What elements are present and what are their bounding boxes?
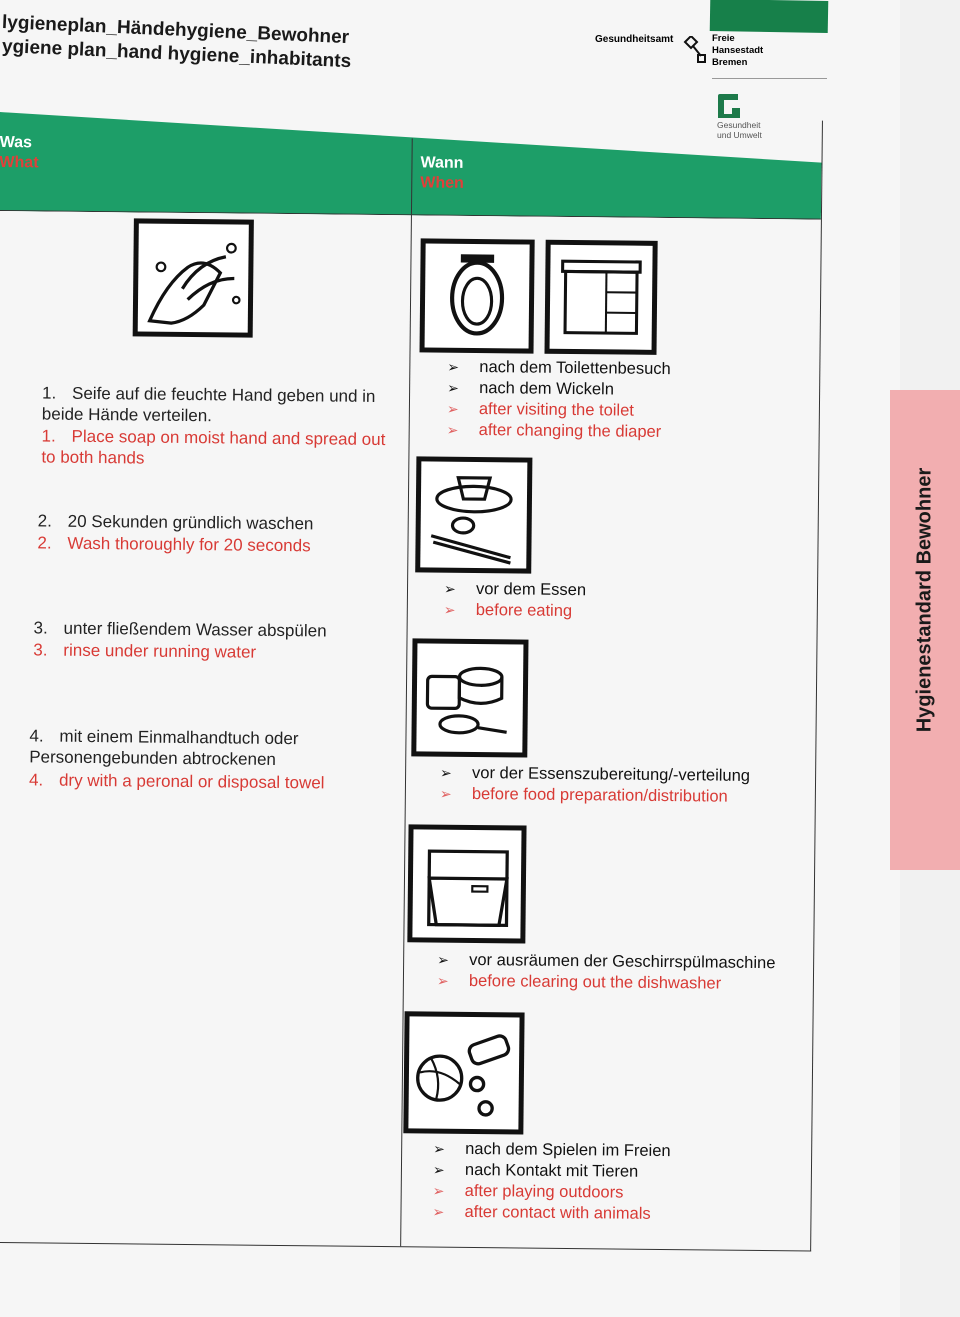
city-line: Bremen (712, 57, 748, 68)
when-item-en: before eating (444, 600, 586, 622)
step-1-en: 1.Place soap on moist hand and spread ou… (41, 425, 391, 471)
cooking-pots-icon (411, 638, 529, 758)
when-item-en: after playing outdoors (433, 1181, 671, 1204)
when-outdoors: nach dem Spielen im Freien nach Kontakt … (432, 1139, 670, 1225)
step-2-en: 2. Wash thoroughly for 20 seconds (37, 532, 387, 557)
step-1: 1.Seife auf die feuchte Hand geben und i… (42, 382, 392, 428)
when-item-en: before clearing out the dishwasher (437, 971, 776, 996)
when-food-prep: vor der Essenszubereitung/-verteilung be… (440, 763, 750, 808)
handwash-icon (132, 218, 254, 338)
step-number: 1. (41, 426, 56, 446)
city-name: Freie Hansestadt Bremen (712, 33, 763, 69)
dept-line: und Umwelt (717, 130, 762, 140)
step-number: 3. (33, 640, 48, 660)
col-what-en: What (0, 153, 39, 172)
header-green-bar (709, 0, 829, 34)
col-when-de: Wann (420, 154, 464, 172)
when-item-en: after contact with animals (432, 1202, 670, 1225)
step-text-en: dry with a peronal or disposal towel (58, 770, 325, 793)
document-page: lygieneplan_Händehygiene_Bewohner ygiene… (0, 0, 900, 1317)
when-item-de: nach dem Spielen im Freien (433, 1139, 671, 1162)
step-text-en: rinse under running water (63, 640, 257, 662)
step-3: 3. unter fließendem Wasser abspülen (33, 617, 383, 642)
step-text-de: 20 Sekunden gründlich waschen (67, 511, 314, 534)
dept-line: Gesundheit (717, 120, 761, 130)
step-text-de: mit einem Einmalhandtuch oder Personenge… (29, 726, 299, 769)
when-item-de: vor dem Essen (444, 579, 586, 601)
when-item-de: nach Kontakt mit Tieren (433, 1160, 671, 1183)
divider (712, 78, 827, 79)
eating-icon (415, 456, 533, 574)
step-3-en: 3. rinse under running water (33, 639, 383, 664)
when-eating: vor dem Essen before eating (444, 579, 586, 622)
bremen-key-icon (683, 36, 706, 63)
changing-table-icon (544, 239, 658, 355)
side-tab-label: Hygienestandard Bewohner (913, 467, 936, 733)
toilet-icon (419, 238, 535, 354)
step-4-en: 4. dry with a peronal or disposal towel (29, 769, 379, 794)
step-number: 2. (37, 511, 53, 531)
side-tab (890, 390, 960, 870)
when-dishwasher: vor ausräumen der Geschirrspülmaschine b… (437, 950, 776, 996)
step-text-en: Place soap on moist hand and spread out … (41, 426, 386, 468)
city-line: Hansestadt (712, 45, 764, 56)
when-item-de: nach dem Wickeln (447, 378, 671, 401)
step-4: 4.mit einem Einmalhandtuch oder Personen… (29, 725, 339, 770)
step-number: 2. (37, 533, 52, 553)
step-number: 3. (33, 618, 48, 638)
step-text-en: Wash thoroughly for 20 seconds (67, 533, 311, 556)
col-what-de: Was (0, 133, 33, 152)
step-number: 4. (29, 726, 44, 746)
when-toilet: nach dem Toilettenbesuch nach dem Wickel… (447, 357, 671, 443)
step-2: 2. 20 Sekunden gründlich waschen (38, 510, 388, 535)
dept-logo-icon (718, 94, 740, 118)
city-line: Freie (712, 33, 735, 44)
when-item-en: before food preparation/distribution (440, 784, 750, 808)
step-number: 1. (41, 383, 57, 403)
dishwasher-icon (407, 824, 527, 944)
dept-name: Gesundheit und Umwelt (717, 120, 762, 140)
outdoor-play-icon (403, 1011, 525, 1135)
col-when-en: When (420, 174, 464, 192)
when-item-en: after changing the diaper (447, 420, 671, 443)
step-number: 4. (28, 770, 44, 790)
when-item-en: after visiting the toilet (447, 399, 671, 422)
hygiene-table: Was What Wann When 1.Seife auf die feuch… (0, 112, 823, 1252)
step-text-de: Seife auf die feuchte Hand geben und in … (41, 383, 376, 426)
step-text-de: unter fließendem Wasser abspülen (63, 618, 327, 641)
org-name: Gesundheitsamt (595, 34, 674, 45)
when-item-de: nach dem Toilettenbesuch (447, 357, 671, 380)
